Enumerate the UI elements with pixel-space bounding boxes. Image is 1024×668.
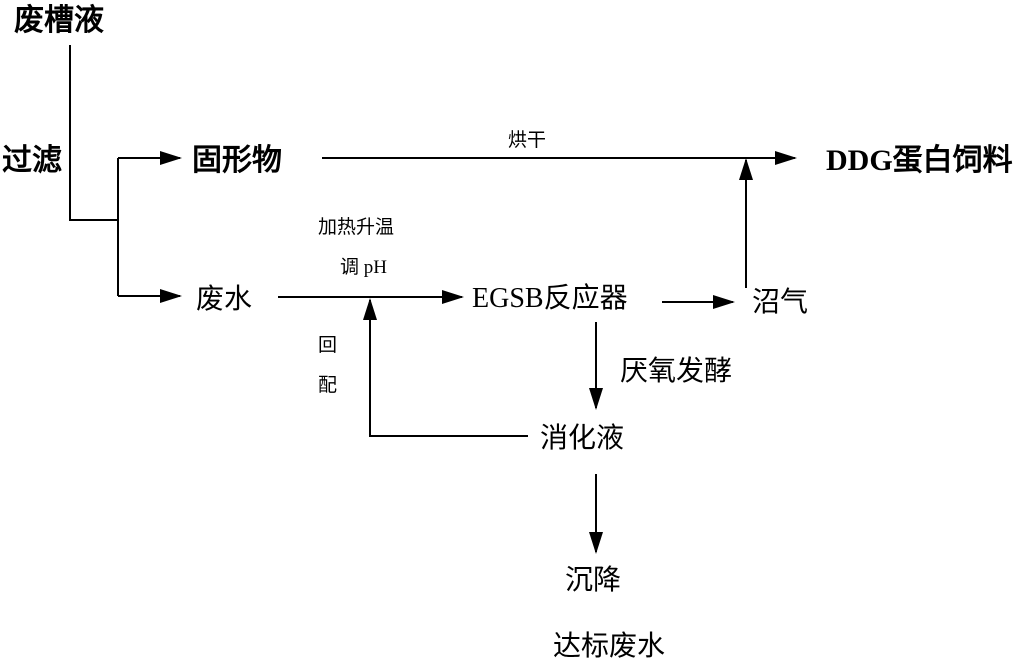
node-filtration: 过滤 [2, 143, 62, 178]
label-adjust-ph: 调 pH [340, 257, 387, 278]
label-recycle-2: 配 [318, 374, 338, 396]
label-recycle-1: 回 [318, 334, 338, 356]
line-vinasse-to-filter [69, 45, 118, 221]
node-waste-vinasse: 废槽液 [14, 3, 104, 38]
node-sedimentation: 沉降 [565, 563, 622, 596]
node-ddg-feed: DDG蛋白饲料 [826, 144, 1013, 177]
label-heating: 加热升温 [318, 216, 395, 238]
node-solids: 固形物 [192, 143, 282, 178]
line-recycle-loop [363, 298, 528, 437]
label-anaerobic-fermentation: 厌氧发酵 [620, 354, 733, 387]
node-wastewater: 废水 [196, 282, 253, 315]
node-compliant-wastewater: 达标废水 [553, 629, 666, 662]
node-egsb-reactor: EGSB反应器 [472, 283, 628, 314]
node-biogas: 沼气 [752, 285, 809, 318]
node-digestate: 消化液 [540, 421, 625, 454]
label-drying: 烘干 [508, 129, 547, 151]
